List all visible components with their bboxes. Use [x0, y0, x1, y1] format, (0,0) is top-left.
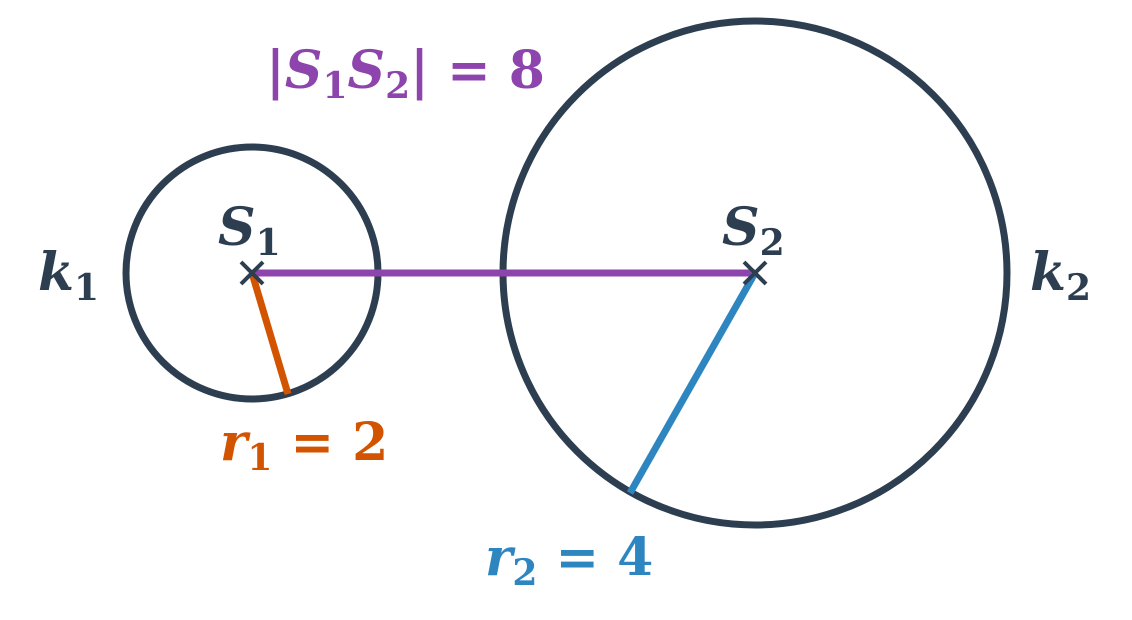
- center-label-s1: S1: [218, 197, 281, 264]
- center-marker-s2: [742, 260, 768, 286]
- radius-label-r1: r1= 2: [220, 412, 388, 479]
- radius-r2-segment: [626, 271, 759, 495]
- radius-label-r2: r2= 4: [485, 527, 653, 594]
- radius-r1-segment: [248, 272, 292, 395]
- circle-label-k2: k2: [1030, 242, 1091, 309]
- distance-label: |S1S2|= 8: [266, 40, 545, 107]
- center-marker-s1: [239, 260, 265, 286]
- center-label-s2: S2: [722, 197, 785, 264]
- circle-label-k1: k1: [38, 242, 99, 309]
